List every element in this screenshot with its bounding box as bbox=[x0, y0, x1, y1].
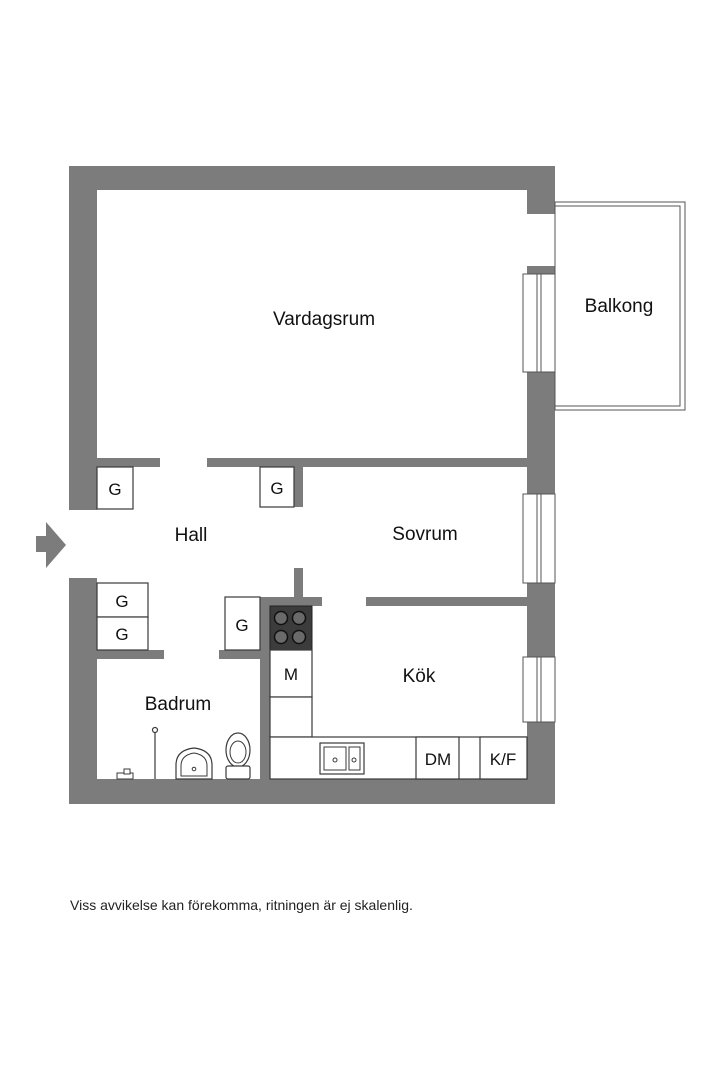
toilet-icon bbox=[225, 732, 251, 780]
outer-walls bbox=[69, 166, 555, 804]
closet-hall-lower-2: G bbox=[96, 616, 149, 651]
shower-icon bbox=[151, 726, 159, 779]
room-label-kitchen: Kök bbox=[403, 666, 436, 687]
closet-hall-left: G bbox=[96, 466, 134, 510]
room-label-bathroom: Badrum bbox=[145, 694, 212, 715]
dishwasher-label: DM bbox=[425, 750, 451, 769]
interior-walls bbox=[97, 458, 527, 779]
dishwasher: DM bbox=[415, 736, 460, 780]
balcony bbox=[554, 201, 686, 411]
closet-hall-right: G bbox=[259, 466, 295, 508]
closet-label: G bbox=[115, 592, 128, 611]
window-kitchen bbox=[522, 656, 556, 723]
closet-hall-center: G bbox=[224, 596, 261, 651]
window-living bbox=[522, 273, 556, 373]
fridge-freezer-label: K/F bbox=[490, 750, 516, 769]
entrance-arrow-icon bbox=[36, 522, 66, 568]
room-label-living: Vardagsrum bbox=[273, 309, 375, 330]
room-label-balcony: Balkong bbox=[585, 296, 654, 317]
disclaimer-text: Viss avvikelse kan förekomma, ritningen … bbox=[70, 897, 413, 913]
kitchen-sink-icon bbox=[319, 742, 365, 775]
window-bedroom bbox=[522, 493, 556, 584]
microwave-cabinet: M bbox=[269, 649, 313, 698]
room-label-bedroom: Sovrum bbox=[392, 524, 457, 545]
washbasin-icon bbox=[175, 747, 213, 780]
fridge-freezer: K/F bbox=[479, 736, 528, 780]
room-label-hall: Hall bbox=[175, 525, 208, 546]
windows bbox=[522, 273, 556, 723]
closet-hall-lower-1: G bbox=[96, 582, 149, 618]
closet-label: G bbox=[270, 479, 283, 498]
closet-label: G bbox=[108, 480, 121, 499]
stove-icon bbox=[269, 605, 313, 651]
microwave-label: M bbox=[284, 665, 298, 684]
kitchen-cabinet bbox=[269, 696, 313, 738]
closet-label: G bbox=[235, 616, 248, 635]
closet-label: G bbox=[115, 625, 128, 644]
faucet-icon bbox=[116, 768, 134, 780]
